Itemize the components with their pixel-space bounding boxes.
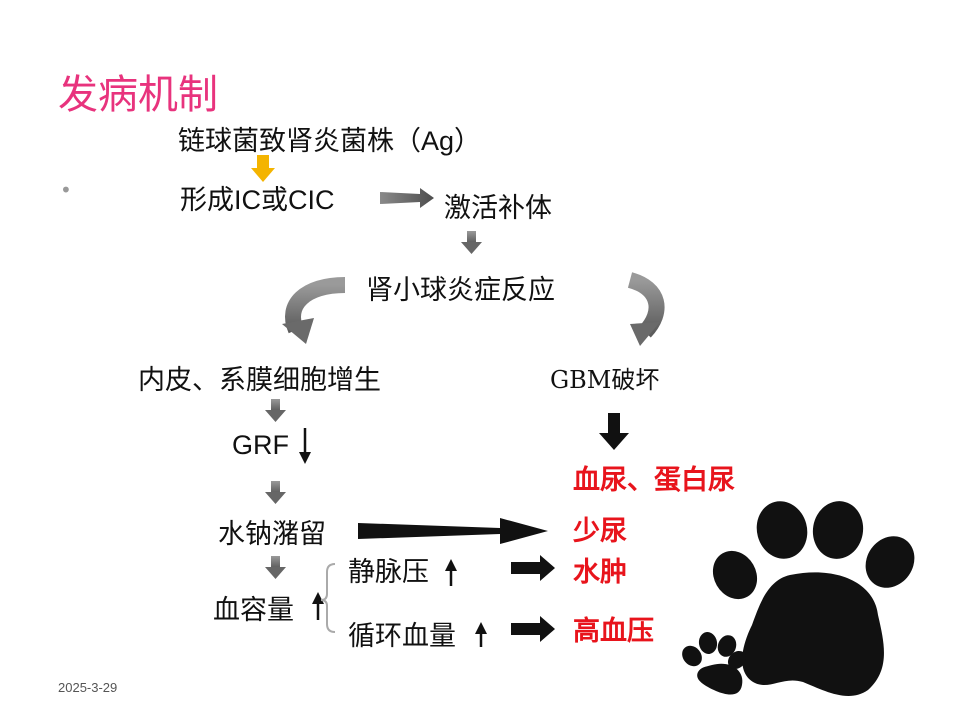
paw-print-icon — [712, 501, 915, 696]
down-arrow-icon — [461, 231, 482, 254]
outcome-edema: 水肿 — [573, 557, 627, 588]
yellow-down-arrow-icon — [251, 155, 275, 182]
node-complement: 激活补体 — [444, 193, 552, 224]
increase-arrow-icon — [445, 559, 457, 586]
node-gbm: GBM破坏 — [550, 366, 660, 394]
node-grf: GRF — [232, 430, 289, 460]
black-down-arrow-icon — [599, 413, 629, 450]
node-proliferation: 内皮、系膜细胞增生 — [138, 365, 381, 396]
node-venous-pressure: 静脉压 — [348, 557, 429, 588]
right-arrow-icon — [380, 188, 434, 208]
footer-date: 2025-3-29 — [58, 680, 118, 695]
decrease-arrow-icon — [299, 428, 311, 464]
paw-print-icon — [682, 632, 747, 695]
curved-arrow-left-icon — [282, 277, 346, 344]
node-strain: 链球菌致肾炎菌株（Ag） — [178, 126, 482, 156]
right-arrow-icon — [511, 555, 555, 581]
node-circulating-volume: 循环血量 — [348, 621, 456, 652]
outcome-hypertension: 高血压 — [573, 616, 654, 647]
increase-arrow-icon — [475, 622, 487, 647]
down-arrow-icon — [265, 481, 286, 504]
long-right-arrow-icon — [358, 518, 548, 544]
right-arrow-icon — [511, 616, 555, 642]
node-blood-volume: 血容量 — [213, 595, 294, 626]
brace-icon — [320, 563, 336, 633]
page-title: 发病机制 — [58, 72, 218, 118]
node-retention: 水钠潴留 — [218, 519, 326, 550]
node-inflammation: 肾小球炎症反应 — [366, 275, 555, 306]
curved-arrow-right-icon — [627, 272, 665, 346]
outcome-oliguria: 少尿 — [573, 516, 627, 547]
increase-arrow-icon — [312, 592, 324, 620]
down-arrow-icon — [265, 556, 286, 579]
down-arrow-icon — [265, 399, 286, 422]
node-immune-complex: 形成IC或CIC — [180, 185, 335, 215]
outcome-hematuria: 血尿、蛋白尿 — [573, 465, 735, 496]
bullet-marker: • — [60, 178, 72, 202]
